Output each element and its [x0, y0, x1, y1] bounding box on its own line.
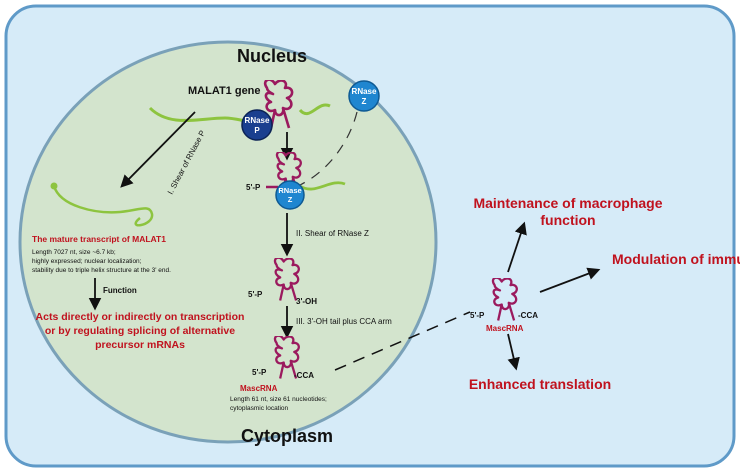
- five-p-label-1: 5'-P: [246, 183, 261, 192]
- step2-label: II. Shear of RNase Z: [296, 229, 369, 238]
- rnase-z-free-label-2: Z: [362, 97, 367, 106]
- three-oh-label: 3'-OH: [296, 297, 317, 306]
- mature-transcript-title: The mature transcript of MALAT1: [32, 234, 166, 244]
- nucleus-region: [18, 40, 438, 444]
- gene-strand-right: [298, 103, 331, 116]
- rnase-z-bound-icon: RNase Z: [275, 180, 305, 210]
- cca-label-nuclear: -CCA: [294, 371, 314, 380]
- rnase-z-binding-path: [299, 111, 358, 186]
- immunity-arrow: [539, 267, 601, 293]
- macrophage-arrow: [507, 221, 527, 273]
- rnase-z-free-icon: RNase Z: [348, 80, 380, 112]
- mature-transcript-detail-2: highly expressed; nuclear localization;: [32, 258, 142, 265]
- function-text-1: Acts directly or indirectly on transcrip…: [36, 311, 245, 323]
- rnase-z-bound-label-1: RNase: [278, 186, 301, 195]
- step1-arrow: [120, 111, 196, 188]
- rnase-p-label-1: RNase: [245, 116, 270, 125]
- rnase-p-icon: RNase P: [241, 109, 273, 141]
- rnase-z-bound-label-2: Z: [288, 195, 293, 204]
- outcome-macrophage-1: Maintenance of macrophage: [473, 195, 662, 211]
- function-label: Function: [103, 286, 137, 295]
- mature-transcript-strand: [52, 185, 154, 227]
- mascrna-label-cytoplasm: MascRNA: [486, 324, 524, 333]
- function-text-2: or by regulating splicing of alternative: [45, 325, 235, 337]
- five-p-label-2: 5'-P: [248, 290, 263, 299]
- five-p-label-4: 5'-P: [470, 311, 485, 320]
- rnase-z-free-label-1: RNase: [352, 87, 377, 96]
- rnase-p-label-2: P: [254, 126, 260, 135]
- function-text-3: precursor mRNAs: [95, 339, 185, 351]
- five-p-label-3: 5'-P: [252, 368, 267, 377]
- mascrna-label-nuclear: MascRNA: [240, 384, 278, 393]
- outcome-translation: Enhanced translation: [469, 376, 611, 392]
- outcome-immunity: Modulation of immunity: [612, 251, 740, 267]
- step3-label: III. 3'-OH tail plus CCA arm: [296, 317, 392, 326]
- cytoplasm-title: Cytoplasm: [241, 426, 333, 446]
- translation-arrow: [507, 333, 520, 371]
- cca-label-cytoplasm: -CCA: [518, 311, 538, 320]
- mature-transcript-detail-3: stability due to triple helix structure …: [32, 267, 171, 274]
- gene-label: MALAT1 gene: [188, 85, 261, 97]
- nucleus-title: Nucleus: [237, 46, 307, 66]
- mature-transcript-detail-1: Length 7027 nt, size ~6.7 kb;: [32, 249, 116, 256]
- outcome-macrophage-2: function: [540, 212, 595, 228]
- trailer-strand: [299, 181, 346, 191]
- mascrna-detail-2: cytoplasmic location: [230, 405, 289, 412]
- mascrna-detail-1: Length 61 nt, size 61 nucleotides;: [230, 396, 327, 403]
- export-path: [334, 311, 471, 371]
